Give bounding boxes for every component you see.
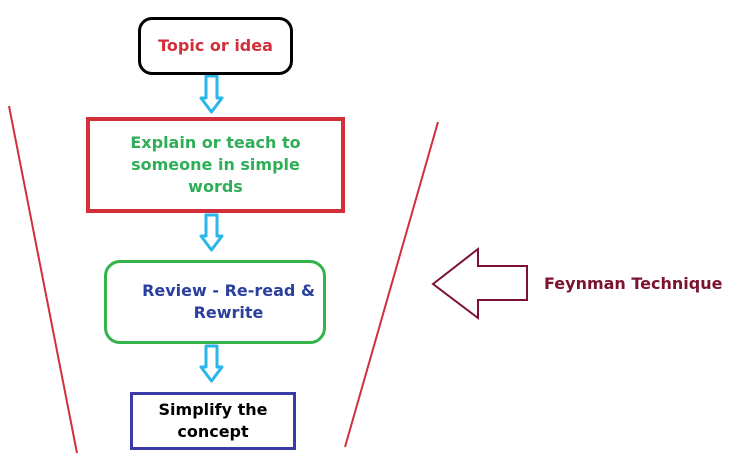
review-reread-rewrite-box: Review - Re-read & Rewrite (104, 260, 326, 344)
down-arrow-1 (199, 74, 224, 114)
feynman-technique-label: Feynman Technique (544, 274, 723, 293)
explain-or-teach-text: Explain or teach to someone in simple wo… (130, 133, 301, 196)
explain-or-teach-box: Explain or teach to someone in simple wo… (86, 117, 345, 213)
funnel-right-line (344, 121, 439, 448)
simplify-the-concept-text: Simplify the concept (158, 400, 268, 441)
simplify-the-concept-box: Simplify the concept (130, 392, 296, 450)
topic-or-idea-box: Topic or idea (138, 17, 293, 75)
topic-or-idea-text: Topic or idea (158, 36, 273, 55)
down-arrow-3 (199, 344, 224, 383)
down-arrow-2 (199, 213, 224, 252)
left-pointer-arrow (431, 246, 528, 321)
funnel-left-line (8, 105, 78, 454)
review-reread-rewrite-text: Review - Re-read & Rewrite (142, 281, 315, 322)
